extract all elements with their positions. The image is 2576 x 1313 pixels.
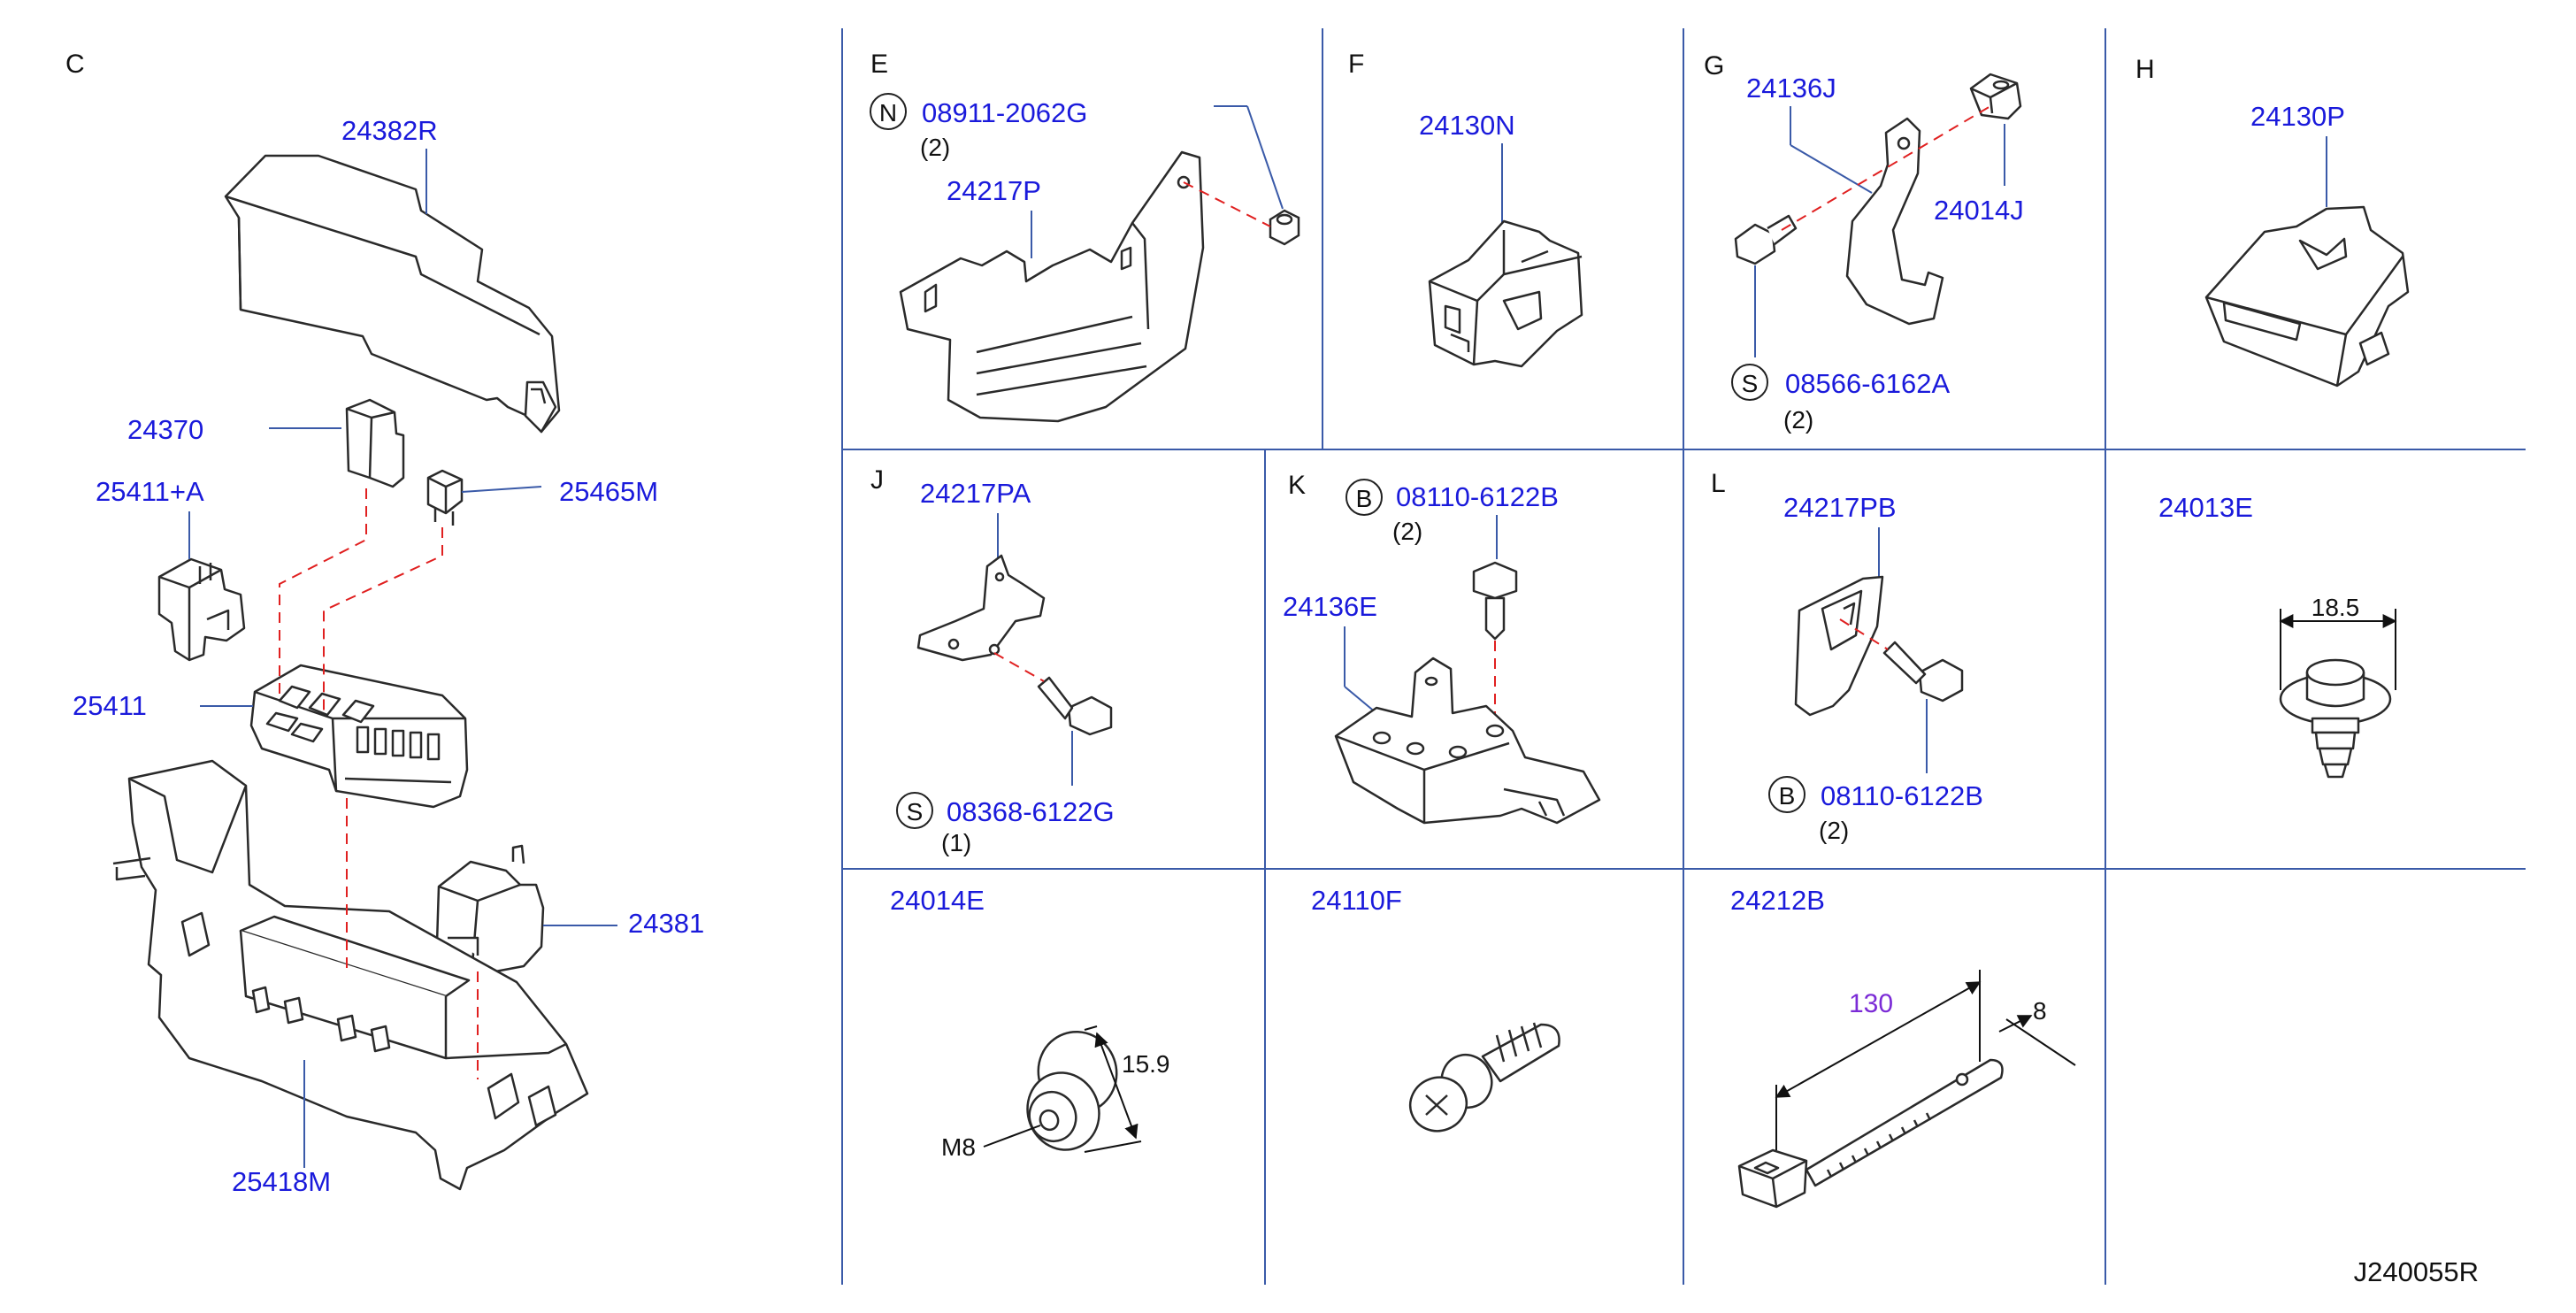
leader-l — [1839, 618, 1889, 650]
part-label-24013e: 24013E — [2158, 492, 2253, 523]
fastener-circle-e: N — [879, 99, 897, 127]
fastener-number-g: 08566-6162A — [1785, 368, 1950, 399]
fastener-qty-k: (2) — [1392, 518, 1422, 545]
part-label-24136e: 24136E — [1283, 591, 1377, 622]
leader-j — [993, 652, 1045, 682]
bolt-08566 — [1734, 214, 1798, 265]
section-e: E N 08911-2062G (2) 24217P — [870, 50, 1300, 423]
part-label-24217p: 24217P — [947, 175, 1041, 206]
fastener-circle-l: B — [1779, 782, 1796, 810]
part-label-24217pb: 24217PB — [1783, 492, 1897, 523]
section-24212b: 24212B 130 8 — [1730, 885, 2076, 1209]
part-label-25465m: 25465M — [559, 476, 658, 507]
fastener-number-l: 08110-6122B — [1821, 780, 1983, 811]
section-f: F 24130N — [1348, 50, 1583, 368]
part-24382r-drawing — [224, 154, 561, 434]
part-24130n-drawing — [1428, 219, 1583, 368]
clip-24014j — [1969, 73, 2022, 120]
fastener-number-e: 08911-2062G — [922, 97, 1087, 128]
section-letter-k: K — [1288, 471, 1306, 500]
part-25411a-drawing — [157, 557, 246, 662]
part-label-25411: 25411 — [73, 690, 147, 721]
part-25411-drawing — [249, 664, 469, 809]
nut-08911 — [1269, 209, 1300, 246]
fastener-symbol-n — [870, 93, 907, 130]
part-24013e-drawing — [2279, 658, 2392, 779]
section-letter-g: G — [1704, 51, 1724, 81]
dimension-18-5: 18.5 — [2312, 594, 2360, 621]
part-25465m-drawing — [426, 469, 464, 526]
fastener-number-j: 08368-6122G — [947, 796, 1115, 827]
part-label-24381: 24381 — [628, 908, 704, 939]
part-24217pb-drawing — [1794, 575, 1884, 717]
section-l: L 24217PB B 08110-6122B (2) — [1711, 469, 1983, 844]
grid-lines — [841, 28, 2526, 1285]
part-label-24014e: 24014E — [890, 885, 985, 916]
fastener-qty-g: (2) — [1783, 406, 1813, 434]
part-label-25411a: 25411+A — [96, 476, 204, 507]
fastener-symbol-s-g — [1731, 364, 1768, 401]
fastener-qty-e: (2) — [920, 134, 950, 161]
section-letter-h: H — [2135, 55, 2155, 84]
section-letter-j: J — [870, 465, 884, 495]
part-24130p-drawing — [2204, 205, 2410, 388]
part-label-24217pa: 24217PA — [920, 478, 1031, 509]
part-24217p-drawing — [899, 150, 1205, 423]
part-label-24212b: 24212B — [1730, 885, 1825, 916]
leader-g — [1781, 105, 1991, 231]
part-24136j-drawing — [1845, 117, 1944, 326]
part-25418m-drawing — [112, 759, 589, 1191]
part-24217pa-drawing — [916, 554, 1046, 662]
section-letter-e: E — [870, 50, 888, 79]
part-24370-drawing — [345, 398, 405, 488]
part-label-24382r: 24382R — [341, 115, 438, 146]
section-letter-l: L — [1711, 469, 1726, 498]
assembly-leaders-c — [279, 488, 479, 1079]
fastener-symbol-s-j — [896, 792, 933, 829]
bolt-08110-l — [1882, 641, 1964, 703]
section-h: H 24130P — [2135, 55, 2410, 388]
section-letter-c: C — [65, 50, 85, 79]
part-24136e-drawing — [1334, 656, 1601, 825]
part-label-24136j: 24136J — [1746, 73, 1836, 104]
part-24212b-drawing — [1737, 1058, 2004, 1209]
section-24014e: 24014E 15.9 M8 — [890, 885, 1170, 1161]
fastener-symbol-b-k — [1346, 479, 1383, 516]
leader-e — [1183, 181, 1271, 227]
document-id: J240055R — [2354, 1256, 2479, 1287]
part-label-24110f: 24110F — [1311, 885, 1402, 916]
dimension-8: 8 — [2033, 997, 2047, 1025]
fastener-circle-j: S — [907, 798, 924, 825]
fastener-circle-k: B — [1356, 485, 1373, 512]
part-label-24130p: 24130P — [2250, 101, 2345, 132]
section-24110f: 24110F — [1311, 885, 1560, 1133]
fastener-circle-g: S — [1742, 370, 1759, 397]
section-c: C 24382R 24370 25465M — [65, 50, 704, 1197]
fastener-qty-l: (2) — [1819, 817, 1849, 844]
part-label-25418m: 25418M — [232, 1166, 331, 1197]
dimension-130: 130 — [1849, 989, 1893, 1018]
thread-m8: M8 — [941, 1133, 976, 1161]
section-k: K B 08110-6122B (2) 24136E — [1283, 471, 1601, 825]
section-24013e: 24013E 18.5 — [2158, 492, 2397, 779]
bolt-08110-k — [1472, 561, 1518, 641]
part-24014e-drawing — [1026, 1030, 1118, 1151]
part-24110f-drawing — [1408, 1022, 1560, 1133]
part-label-24014j: 24014J — [1934, 195, 2024, 226]
section-letter-f: F — [1348, 50, 1364, 79]
section-j: J 24217PA S 08368-6122G (1) — [870, 465, 1115, 856]
part-label-24130n: 24130N — [1419, 110, 1515, 141]
fastener-number-k: 08110-6122B — [1396, 481, 1559, 512]
part-label-24370: 24370 — [127, 414, 203, 445]
bolt-08368 — [1037, 676, 1113, 736]
fastener-symbol-b-l — [1768, 776, 1806, 813]
section-g: G 24136J 24014J S 08566-6162A (2) — [1704, 51, 2024, 434]
fastener-qty-j: (1) — [941, 829, 971, 856]
dimension-15-9: 15.9 — [1122, 1050, 1170, 1078]
